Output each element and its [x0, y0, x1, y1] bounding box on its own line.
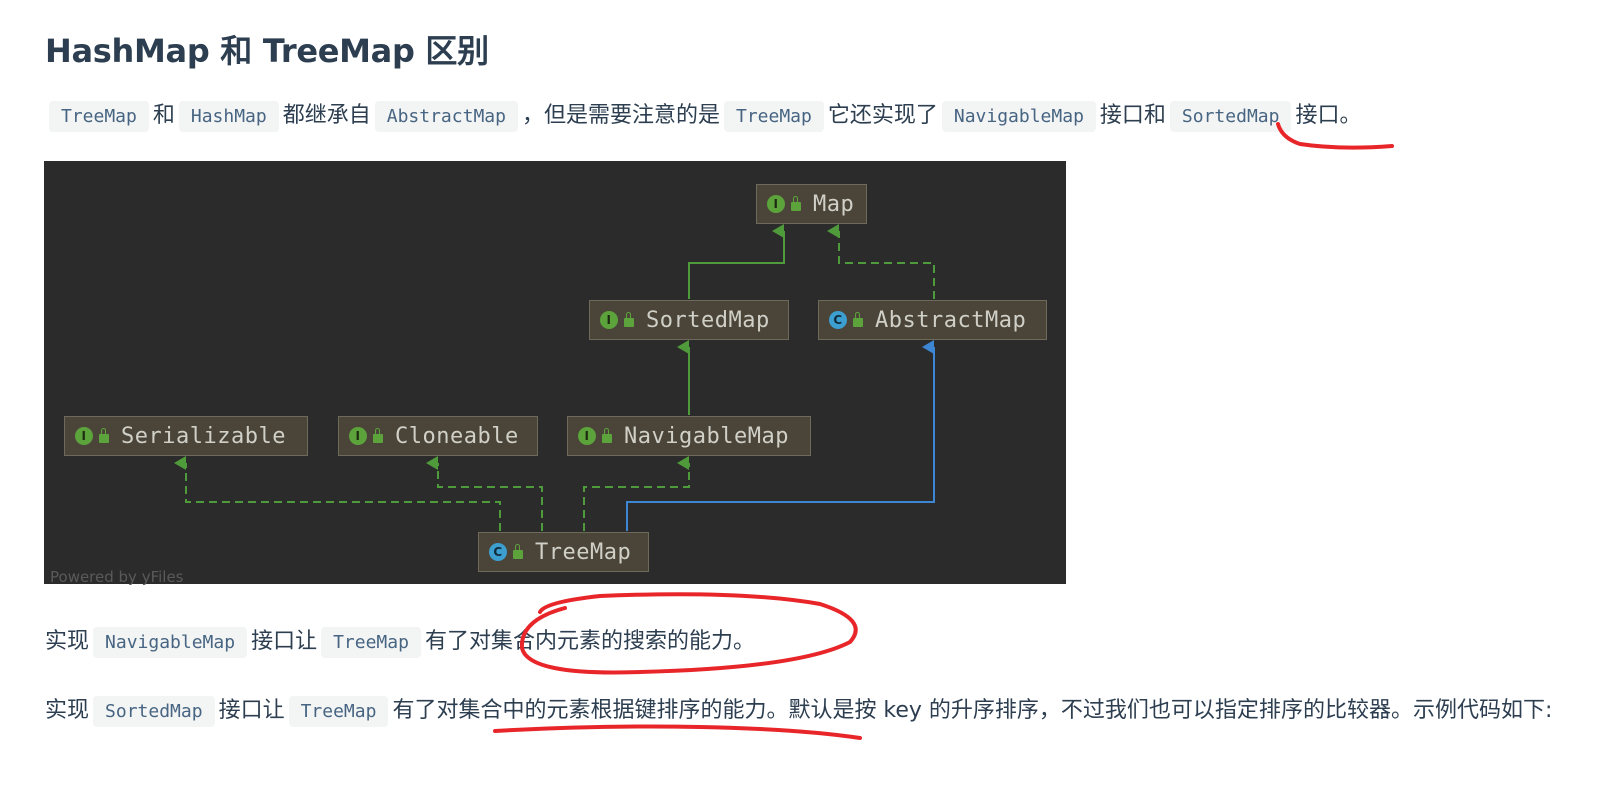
public-lock-icon [99, 427, 109, 443]
text: 有了对集合中的元素根据键排序的能力。默认是按 key 的升序排序，不过我们也可以… [392, 698, 1553, 723]
inline-code-treemap: TreeMap [723, 101, 824, 132]
text: 接口让 [251, 629, 318, 654]
section-heading: HashMap 和 TreeMap 区别 [45, 32, 489, 70]
diagram-watermark: Powered by yFiles [50, 568, 184, 586]
text: 和 [152, 103, 175, 128]
class-hierarchy-diagram: I Map I SortedMap C AbstractMap I Serializab… [44, 161, 1066, 586]
node-serializable: I Serializable [64, 416, 308, 456]
node-cloneable: I Cloneable [338, 416, 538, 456]
node-navigablemap: I NavigableMap [567, 416, 811, 456]
edge-treemap-serializable [174, 456, 501, 531]
inline-code-treemap: TreeMap [288, 696, 389, 727]
inline-code-navigablemap: NavigableMap [93, 627, 248, 658]
edge-abstractmap-map [827, 224, 935, 299]
text: 接口和 [1099, 103, 1166, 128]
text: 都继承自 [282, 103, 371, 128]
inline-code-navigablemap: NavigableMap [941, 101, 1096, 132]
public-lock-icon [602, 427, 612, 443]
node-map: I Map [756, 184, 867, 224]
node-label: NavigableMap [624, 423, 789, 449]
edge-treemap-navigablemap [583, 456, 690, 531]
inline-code-treemap: TreeMap [49, 101, 149, 132]
node-label: SortedMap [646, 307, 770, 333]
diagram-edges [174, 224, 935, 531]
text: 它还实现了 [827, 103, 938, 128]
node-abstractmap: C AbstractMap [818, 300, 1047, 340]
node-label: Cloneable [395, 423, 519, 449]
public-lock-icon [373, 427, 383, 443]
text: 接口让 [218, 698, 285, 723]
public-lock-icon [853, 311, 863, 327]
text: ，但是需要注意的是 [521, 103, 720, 128]
node-treemap: C TreeMap [478, 532, 649, 572]
public-lock-icon [624, 311, 634, 327]
class-icon: C [829, 311, 847, 329]
public-lock-icon [791, 195, 801, 211]
interface-icon: I [600, 311, 618, 329]
inline-code-treemap: TreeMap [321, 627, 421, 658]
inline-code-sortedmap: SortedMap [93, 696, 215, 727]
text: 实现 [45, 698, 90, 723]
inline-code-hashmap: HashMap [178, 101, 279, 132]
public-lock-icon [513, 543, 523, 559]
edge-treemap-cloneable [426, 456, 543, 531]
interface-icon: I [75, 427, 93, 445]
text: 实现 [45, 629, 90, 654]
inline-code-abstractmap: AbstractMap [374, 101, 518, 132]
interface-icon: I [578, 427, 596, 445]
text: 有了对集合内元素的搜索的能力。 [424, 629, 755, 654]
class-icon: C [489, 543, 507, 561]
edge-treemap-abstractmap [626, 340, 935, 531]
node-sortedmap: I SortedMap [589, 300, 789, 340]
node-label: AbstractMap [875, 307, 1027, 333]
inline-code-sortedmap: SortedMap [1169, 101, 1292, 132]
node-label: Map [813, 191, 855, 217]
interface-icon: I [767, 195, 785, 213]
node-label: TreeMap [535, 539, 632, 565]
edge-sortedmap-map [688, 224, 785, 299]
node-label: Serializable [121, 423, 286, 449]
text: 接口。 [1295, 103, 1362, 128]
interface-icon: I [349, 427, 367, 445]
